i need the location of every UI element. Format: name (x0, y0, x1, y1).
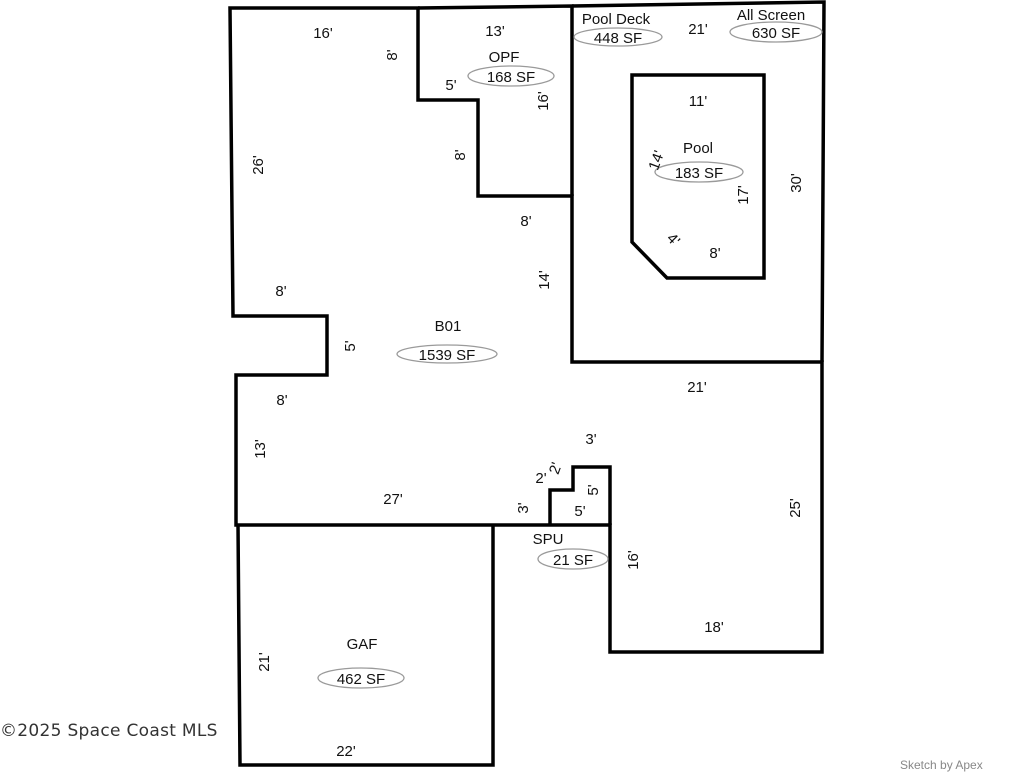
pool-outline (630, 73, 766, 280)
copyright-watermark: ©2025 Space Coast MLS (0, 721, 218, 741)
svg-text:630 SF: 630 SF (752, 25, 800, 42)
svg-text:183 SF: 183 SF (675, 165, 723, 182)
svg-text:Pool: Pool (683, 140, 713, 157)
svg-text:168 SF: 168 SF (487, 69, 535, 86)
spu-outline (548, 465, 612, 525)
svg-text:26': 26' (250, 155, 267, 175)
svg-text:8': 8' (520, 213, 531, 230)
svg-text:18': 18' (704, 619, 724, 636)
svg-text:16': 16' (313, 25, 333, 42)
svg-text:2': 2' (535, 470, 546, 487)
gaf-outline (236, 524, 495, 767)
svg-text:21': 21' (256, 652, 273, 672)
svg-text:14': 14' (536, 270, 553, 290)
svg-text:22': 22' (336, 743, 356, 760)
svg-text:5': 5' (342, 340, 359, 351)
svg-text:462 SF: 462 SF (337, 671, 385, 688)
area-pool: Pool 183 SF (654, 140, 744, 183)
area-gaf: GAF 462 SF (317, 636, 405, 689)
svg-text:Pool Deck: Pool Deck (582, 11, 651, 28)
svg-text:2': 2' (546, 460, 566, 476)
svg-text:SPU: SPU (533, 531, 564, 548)
svg-text:1539 SF: 1539 SF (419, 347, 476, 364)
svg-text:21': 21' (688, 21, 708, 38)
svg-text:16': 16' (625, 550, 642, 570)
svg-text:448 SF: 448 SF (594, 30, 642, 47)
svg-text:3': 3' (515, 502, 532, 513)
svg-text:27': 27' (383, 491, 403, 508)
svg-text:16': 16' (535, 91, 552, 111)
area-all-screen: All Screen 630 SF (729, 7, 823, 43)
svg-text:13': 13' (485, 23, 505, 40)
area-opf: OPF 168 SF (467, 49, 555, 87)
svg-text:5': 5' (574, 503, 585, 520)
sketch-credit: Sketch by Apex (900, 758, 983, 772)
svg-text:11': 11' (689, 93, 708, 110)
svg-text:14': 14' (645, 148, 668, 172)
svg-text:B01: B01 (435, 318, 462, 335)
svg-text:21': 21' (687, 379, 707, 396)
svg-text:13': 13' (252, 439, 269, 459)
svg-text:17': 17' (735, 185, 752, 205)
svg-text:8': 8' (452, 149, 469, 160)
area-pool-deck: Pool Deck 448 SF (573, 11, 663, 47)
svg-text:8': 8' (709, 245, 720, 262)
svg-text:4': 4' (663, 230, 683, 250)
svg-text:21 SF: 21 SF (553, 552, 593, 569)
area-spu: SPU 21 SF (533, 531, 609, 570)
svg-text:GAF: GAF (347, 636, 378, 653)
b01-outline (228, 6, 824, 654)
area-b01: B01 1539 SF (396, 318, 498, 364)
svg-text:8': 8' (276, 392, 287, 409)
svg-text:OPF: OPF (489, 49, 520, 66)
svg-text:All Screen: All Screen (737, 7, 805, 24)
svg-text:5': 5' (445, 77, 456, 94)
svg-text:30': 30' (788, 173, 805, 193)
svg-text:8': 8' (275, 283, 286, 300)
svg-text:8': 8' (384, 49, 401, 60)
pool-deck-outline (571, 0, 826, 363)
svg-text:3': 3' (585, 431, 596, 448)
dimension-labels: 16' 13' 5' 21' 11' 8' 8' 8' 8' 21' 3' 2'… (250, 21, 805, 760)
svg-text:25': 25' (787, 498, 804, 518)
svg-text:5': 5' (585, 484, 602, 495)
